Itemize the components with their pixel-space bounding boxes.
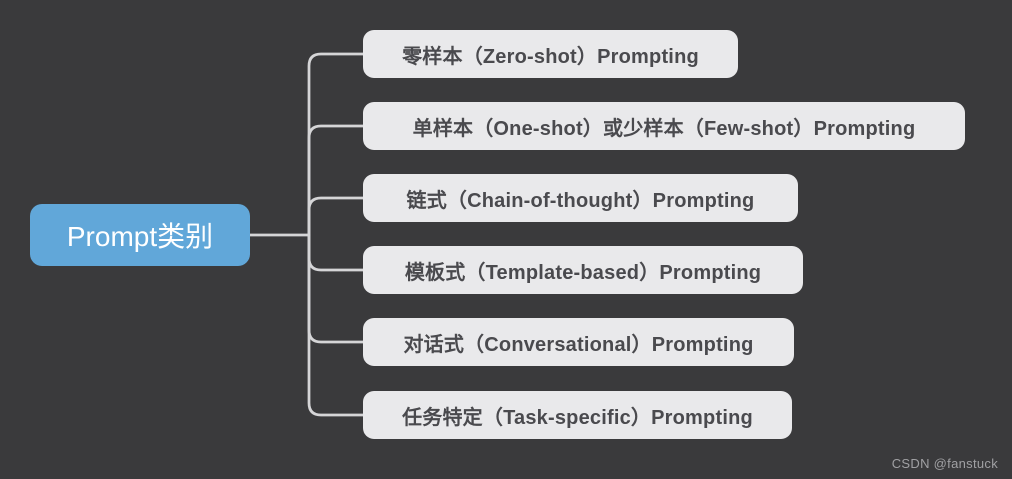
branch-node-label: 零样本（Zero-shot）Prompting	[402, 45, 699, 68]
connector-branch-1	[307, 52, 365, 237]
branch-node-conversational[interactable]: 对话式（Conversational）Prompting	[363, 318, 794, 366]
branch-node-task-specific[interactable]: 任务特定（Task-specific）Prompting	[363, 391, 792, 439]
branch-node-template-based[interactable]: 模板式（Template-based）Prompting	[363, 246, 803, 294]
branch-node-label: 模板式（Template-based）Prompting	[404, 261, 762, 284]
connector-branch-2	[307, 124, 365, 237]
branch-node-chain-of-thought[interactable]: 链式（Chain-of-thought）Prompting	[363, 174, 798, 222]
branch-node-zero-shot[interactable]: 零样本（Zero-shot）Prompting	[363, 30, 738, 78]
watermark: CSDN @fanstuck	[891, 456, 998, 471]
root-node-prompt-category[interactable]: Prompt类别	[30, 204, 250, 266]
branch-node-label: 单样本（One-shot）或少样本（Few-shot）Prompting	[412, 117, 916, 140]
connector-branch-6	[307, 233, 365, 417]
branch-node-one-shot-few-shot[interactable]: 单样本（One-shot）或少样本（Few-shot）Prompting	[363, 102, 965, 150]
branch-node-label: 任务特定（Task-specific）Prompting	[402, 406, 753, 429]
connector-branch-4	[307, 233, 365, 272]
branch-node-label: 对话式（Conversational）Prompting	[403, 333, 754, 356]
branch-node-label: 链式（Chain-of-thought）Prompting	[406, 189, 755, 212]
connector-branch-3	[307, 196, 365, 237]
root-node-label: Prompt类别	[66, 221, 214, 252]
connector-branch-5	[307, 233, 365, 344]
